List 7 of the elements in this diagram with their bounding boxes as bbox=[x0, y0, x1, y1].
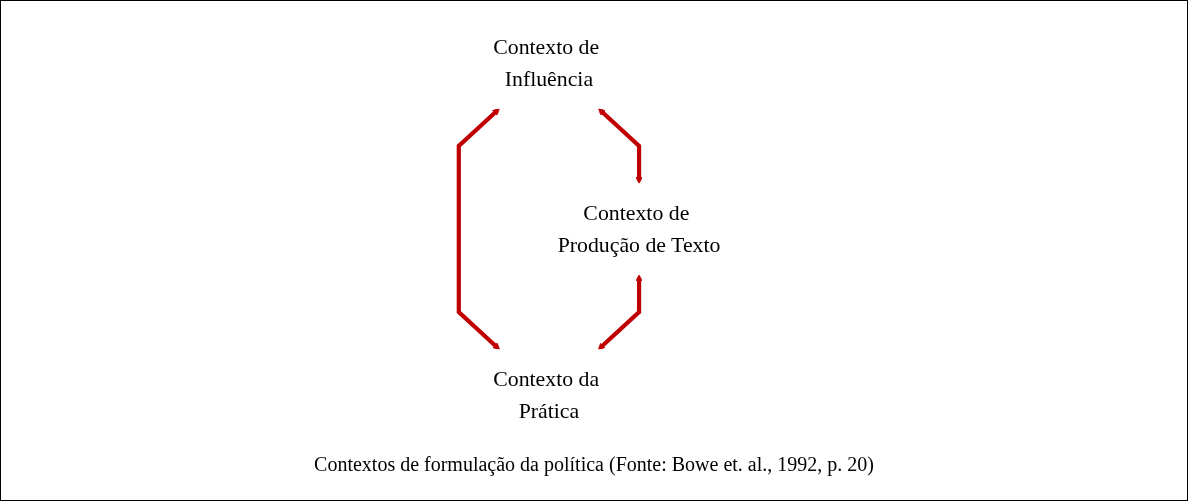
caption: Contextos de formulação da política (Fonte: Bowe et. al., 1992, p. 20) bbox=[314, 453, 874, 476]
arrow bbox=[597, 274, 643, 351]
arrow bbox=[456, 108, 501, 351]
node-text: Contexto de Produção de Texto bbox=[557, 200, 721, 258]
node-text: Contexto da Prática bbox=[493, 366, 600, 424]
node-text: Contexto de Influência bbox=[493, 34, 600, 92]
arrow bbox=[598, 108, 643, 185]
